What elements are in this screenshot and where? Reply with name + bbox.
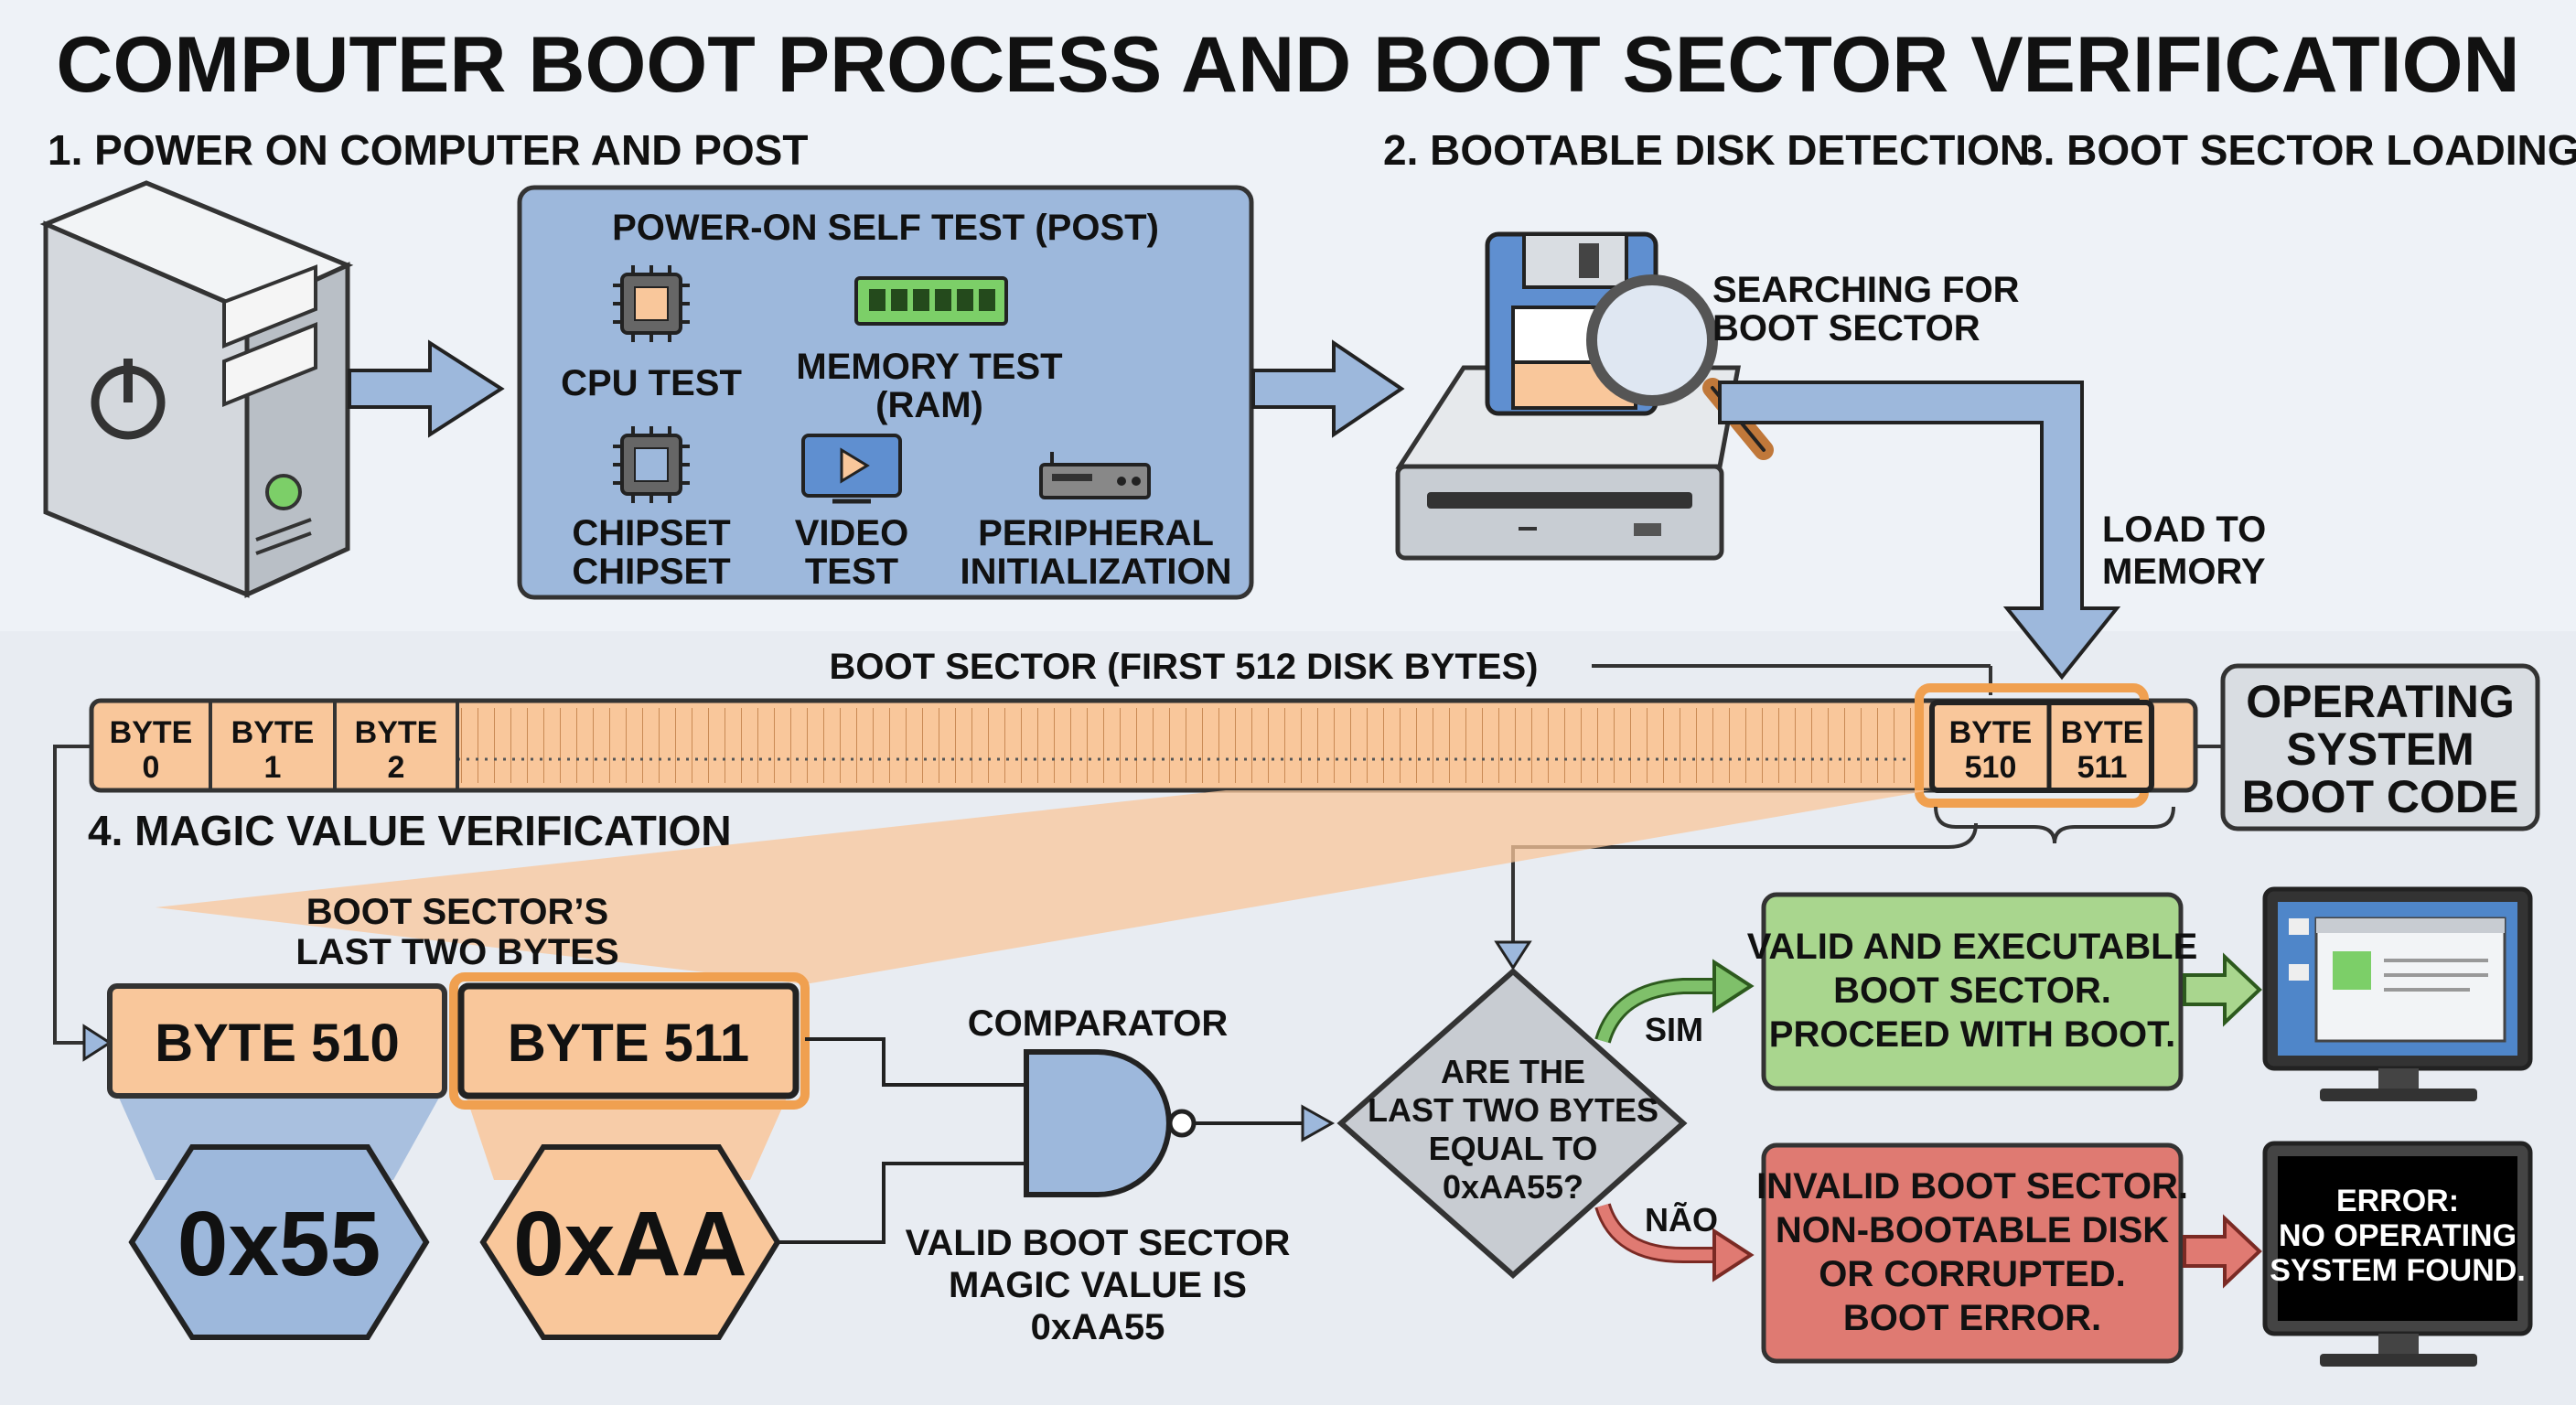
zoom-funnel bbox=[156, 790, 1930, 984]
last-bytes-box bbox=[1929, 700, 2154, 793]
sector-title: BOOT SECTOR (FIRST 512 DISK BYTES) bbox=[830, 647, 1539, 687]
byte510-top: BYTE bbox=[1949, 715, 2033, 750]
peripheral-label-1: PERIPHERAL bbox=[978, 513, 1214, 553]
byte510-box bbox=[107, 983, 447, 1099]
peripheral-label-2: INITIALIZATION bbox=[961, 552, 1232, 592]
memory-test-sub: (RAM) bbox=[875, 385, 983, 425]
chipset-label-2: CHIPSET bbox=[572, 552, 730, 592]
os-boot-code-box bbox=[2220, 663, 2540, 831]
hex-0x55 bbox=[128, 1144, 430, 1340]
cpu-test-label: CPU TEST bbox=[561, 363, 742, 403]
computer-tower-icon bbox=[39, 180, 354, 598]
byte510-bottom: 510 bbox=[1965, 750, 2017, 785]
byte0-top: BYTE bbox=[110, 715, 193, 750]
yes-label: SIM bbox=[1645, 1011, 1703, 1048]
success-monitor-icon bbox=[2262, 886, 2533, 1101]
byte2-bottom: 2 bbox=[388, 750, 405, 785]
step4-heading: 4. MAGIC VALUE VERIFICATION bbox=[88, 807, 732, 854]
video-label-1: VIDEO bbox=[795, 513, 908, 553]
byte511-box bbox=[457, 982, 800, 1099]
step2-heading: 2. BOOTABLE DISK DETECTION bbox=[1383, 126, 2030, 174]
magic-note-3: 0xAA55 bbox=[1031, 1307, 1165, 1347]
video-label-2: TEST bbox=[805, 552, 898, 592]
arrow-to-disk bbox=[1251, 339, 1405, 438]
comparator-gate-icon bbox=[1024, 1049, 1172, 1197]
invalid-1: INVALID BOOT SECTOR. bbox=[1756, 1166, 2188, 1207]
os-code-2: SYSTEM bbox=[2286, 724, 2474, 775]
memory-test-label: MEMORY TEST bbox=[796, 347, 1062, 387]
hex-0xAA-label: 0xAA bbox=[513, 1193, 747, 1295]
arrow-to-success-monitor bbox=[2183, 952, 2262, 1027]
error-text-2: NO OPERATING bbox=[2279, 1218, 2517, 1253]
error-text-3: SYSTEM FOUND. bbox=[2270, 1253, 2526, 1288]
valid-2: BOOT SECTOR. bbox=[1833, 971, 2111, 1011]
byte510-label: BYTE 510 bbox=[155, 1014, 400, 1073]
last-bytes-brace bbox=[1934, 806, 2175, 844]
no-label: NÃO bbox=[1645, 1200, 1718, 1239]
invalid-box bbox=[1761, 1142, 2184, 1364]
step1-heading: 1. POWER ON COMPUTER AND POST bbox=[48, 126, 808, 174]
error-text-1: ERROR: bbox=[2336, 1184, 2459, 1218]
comparator-label: COMPARATOR bbox=[968, 1003, 1229, 1044]
byte511-label: BYTE 511 bbox=[508, 1014, 749, 1073]
question-3: EQUAL TO bbox=[1429, 1130, 1598, 1167]
load-label-2: MEMORY bbox=[2102, 552, 2266, 592]
load-label-1: LOAD TO bbox=[2102, 509, 2266, 550]
video-monitor-icon bbox=[801, 434, 902, 504]
question-2: LAST TWO BYTES bbox=[1368, 1091, 1658, 1129]
byte2-top: BYTE bbox=[355, 715, 438, 750]
valid-3: PROCEED WITH BOOT. bbox=[1769, 1014, 2175, 1055]
decision-diamond bbox=[1336, 967, 1688, 1280]
os-code-1: OPERATING bbox=[2246, 676, 2515, 727]
magic-note-2: MAGIC VALUE IS bbox=[949, 1265, 1247, 1305]
magic-note-1: VALID BOOT SECTOR bbox=[906, 1223, 1291, 1263]
byte0-bottom: 0 bbox=[143, 750, 160, 785]
chipset-chip-icon bbox=[613, 426, 690, 503]
caption-2: LAST TWO BYTES bbox=[295, 932, 618, 972]
invalid-4: BOOT ERROR. bbox=[1843, 1298, 2101, 1338]
memory-stick-icon bbox=[854, 276, 1008, 326]
valid-box bbox=[1761, 892, 2184, 1091]
post-title: POWER-ON SELF TEST (POST) bbox=[612, 208, 1159, 248]
arrow-load-to-memory bbox=[1718, 381, 2121, 681]
searching-label-1: SEARCHING FOR bbox=[1712, 270, 2020, 310]
caption-1: BOOT SECTOR’S bbox=[306, 892, 608, 932]
peripheral-device-icon bbox=[1039, 452, 1151, 499]
os-code-3: BOOT CODE bbox=[2242, 771, 2519, 822]
hex-0x55-label: 0x55 bbox=[177, 1193, 381, 1295]
arrow-to-post bbox=[348, 339, 505, 438]
chipset-label-1: CHIPSET bbox=[572, 513, 730, 553]
step3-heading: 3. BOOT SECTOR LOADING bbox=[2020, 126, 2576, 174]
cpu-chip-icon bbox=[613, 265, 690, 342]
byte511-bottom: 511 bbox=[2077, 750, 2128, 785]
question-1: ARE THE bbox=[1441, 1053, 1585, 1090]
arrow-to-error-monitor bbox=[2183, 1214, 2262, 1289]
page-title: COMPUTER BOOT PROCESS AND BOOT SECTOR VE… bbox=[56, 21, 2519, 109]
valid-1: VALID AND EXECUTABLE bbox=[1747, 927, 2198, 967]
byte511-top: BYTE bbox=[2061, 715, 2144, 750]
invalid-2: NON-BOOTABLE DISK bbox=[1776, 1210, 2169, 1250]
sector-ticks bbox=[457, 708, 1919, 783]
error-monitor-icon bbox=[2262, 1141, 2533, 1367]
byte1-bottom: 1 bbox=[264, 750, 282, 785]
invalid-3: OR CORRUPTED. bbox=[1819, 1254, 2126, 1294]
question-4: 0xAA55? bbox=[1443, 1168, 1583, 1206]
byte1-top: BYTE bbox=[231, 715, 315, 750]
searching-label-2: BOOT SECTOR bbox=[1712, 308, 1980, 349]
